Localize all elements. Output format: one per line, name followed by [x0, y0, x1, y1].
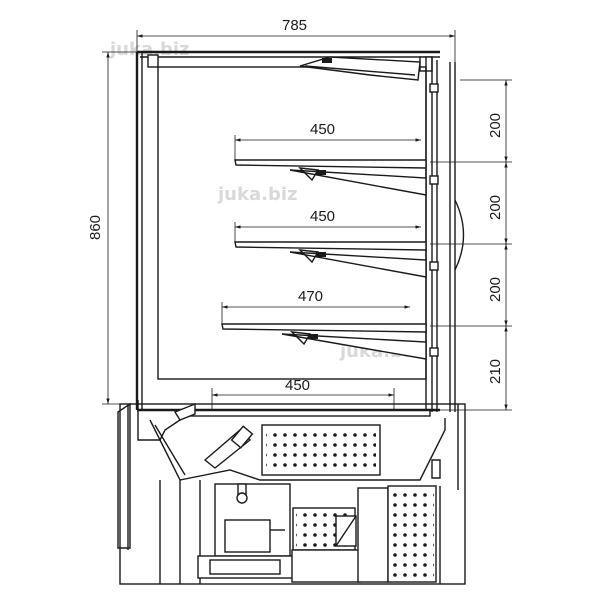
shelf-3: 470 [221, 288, 427, 360]
lower-cabinet [117, 400, 466, 585]
shelf-2: 450 [234, 208, 427, 278]
svg-text:785: 785 [282, 17, 307, 34]
dimension-shelf-2-depth: 450 [310, 208, 335, 225]
dimension-shelf-3-depth: 470 [298, 288, 323, 305]
dimension-gap-4: 210 [487, 359, 504, 384]
compressor-unit [197, 483, 294, 579]
dimension-gap-2: 200 [487, 195, 504, 220]
dimension-overall-width: 785 [136, 17, 456, 62]
side-vent-panel [387, 485, 441, 584]
watermark-middle: juka.biz [217, 184, 297, 205]
svg-text:860: 860 [87, 215, 104, 240]
watermark-top: juka.biz [109, 39, 189, 60]
dimension-chain-right: 200 200 200 210 [430, 79, 512, 411]
condenser-unit [291, 487, 389, 583]
dimension-base-depth: 450 [285, 377, 310, 394]
shelf-1: 450 [234, 121, 427, 196]
dimension-gap-3: 200 [487, 277, 504, 302]
dimension-shelf-1-depth: 450 [310, 121, 335, 138]
dimension-gap-1: 200 [487, 113, 504, 138]
canopy-light [299, 56, 421, 81]
case-frame [135, 50, 465, 412]
